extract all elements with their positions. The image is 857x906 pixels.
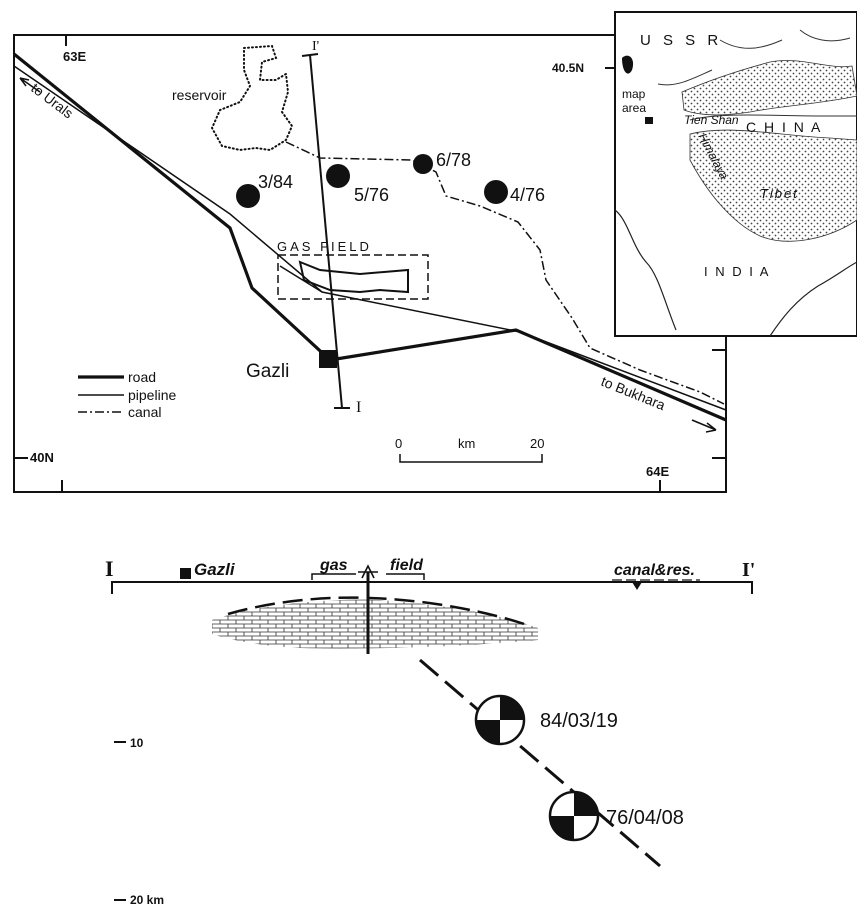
- epicenter-3-84: [236, 184, 260, 208]
- pipeline-line-branch: [279, 265, 323, 293]
- focal-label-76-04-08: 76/04/08: [606, 807, 684, 829]
- cross-section: I I' Gazli gas field canal&res. 84/03/19: [105, 556, 755, 906]
- section-gazli-label: Gazli: [194, 560, 236, 579]
- inset-map-area-label-2: area: [622, 101, 646, 115]
- reservoir-label: reservoir: [172, 87, 227, 103]
- inset-tien-shan-label: Tien Shan: [684, 113, 739, 127]
- reservoir: [210, 44, 294, 152]
- section-gas-label: gas: [319, 557, 348, 574]
- epicenter-label-5-76: 5/76: [354, 185, 389, 205]
- section-canal-res-label: canal&res.: [614, 562, 695, 579]
- depth-label-20: 20 km: [130, 893, 164, 906]
- tibet-plateau: [689, 129, 857, 242]
- caspian-shore: [622, 55, 634, 74]
- road-line: [12, 52, 727, 422]
- inset-coastline-east: [769, 261, 857, 337]
- section-label-bottom: I: [356, 399, 361, 416]
- gas-field-bracket: [311, 573, 425, 580]
- canal-line: [285, 141, 725, 405]
- scale-unit-label: km: [458, 436, 475, 451]
- section-gazli-marker: [180, 568, 191, 579]
- focal-label-84-03-19: 84/03/19: [540, 710, 618, 732]
- map-border-ticks: [14, 35, 726, 492]
- coord-40n: 40N: [30, 450, 54, 465]
- inset-river: [657, 29, 851, 86]
- gas-field-label: GAS FIELD: [277, 239, 372, 254]
- scale-bar: 0 km 20: [395, 436, 544, 463]
- coord-63e: 63E: [63, 49, 86, 64]
- scale-end-label: 20: [530, 436, 544, 451]
- inset-ussr-label: U S S R: [640, 32, 722, 49]
- inset-china-label: C H I N A: [746, 119, 822, 135]
- focal-mechanism-84-03-19: [474, 694, 526, 746]
- depth-label-10: 10: [130, 736, 144, 750]
- gas-reservoir-cap: [227, 596, 531, 628]
- gas-field-outline: [298, 260, 409, 294]
- inset-india-label: I N D I A: [704, 264, 770, 279]
- section-surface-line: [111, 581, 753, 594]
- section-end-right: I': [742, 559, 755, 581]
- focal-mechanism-76-04-08: [548, 790, 600, 842]
- canal-res-marker: [632, 582, 642, 590]
- gas-well-symbol: [358, 564, 378, 579]
- inset-map-area-marker: [645, 117, 653, 124]
- scale-start-label: 0: [395, 436, 402, 451]
- epicenter-label-3-84: 3/84: [258, 172, 293, 192]
- inset-coastline: [614, 209, 677, 331]
- tien-shan-range: [681, 60, 857, 116]
- fault-plane: [419, 658, 661, 868]
- inset-coord-405n: 40.5N: [552, 61, 584, 75]
- epicenter-4-76: [484, 180, 508, 204]
- epicenter-label-4-76: 4/76: [510, 185, 545, 205]
- section-end-left: I: [105, 556, 114, 581]
- inset-map: 40.5N U S S R map area Tien Shan C H I N…: [552, 11, 857, 337]
- coord-64e: 64E: [646, 464, 669, 479]
- epicenter-6-78: [413, 154, 433, 174]
- section-line-I-I: [301, 53, 350, 409]
- tarim-basin-edge: [689, 114, 857, 121]
- legend-pipeline-label: pipeline: [128, 387, 176, 403]
- scale-bar-line: [399, 454, 543, 463]
- epicenter-5-76: [326, 164, 350, 188]
- inset-map-area-label-1: map: [622, 87, 646, 101]
- section-label-top: I': [312, 39, 319, 54]
- map-legend: road pipeline canal: [78, 369, 176, 420]
- to-bukhara-arrow: [691, 419, 717, 433]
- gas-reservoir-body: [212, 599, 538, 649]
- legend-canal-label: canal: [128, 404, 161, 420]
- gazli-town-marker: [319, 350, 337, 368]
- gazli-town-label: Gazli: [246, 361, 289, 382]
- epicenter-label-6-78: 6/78: [436, 150, 471, 170]
- section-field-label: field: [390, 557, 424, 574]
- legend-road-label: road: [128, 369, 156, 385]
- to-urals-arrow: [19, 77, 41, 93]
- inset-tibet-label: Tibet: [760, 186, 799, 201]
- gas-field-box: [277, 254, 429, 300]
